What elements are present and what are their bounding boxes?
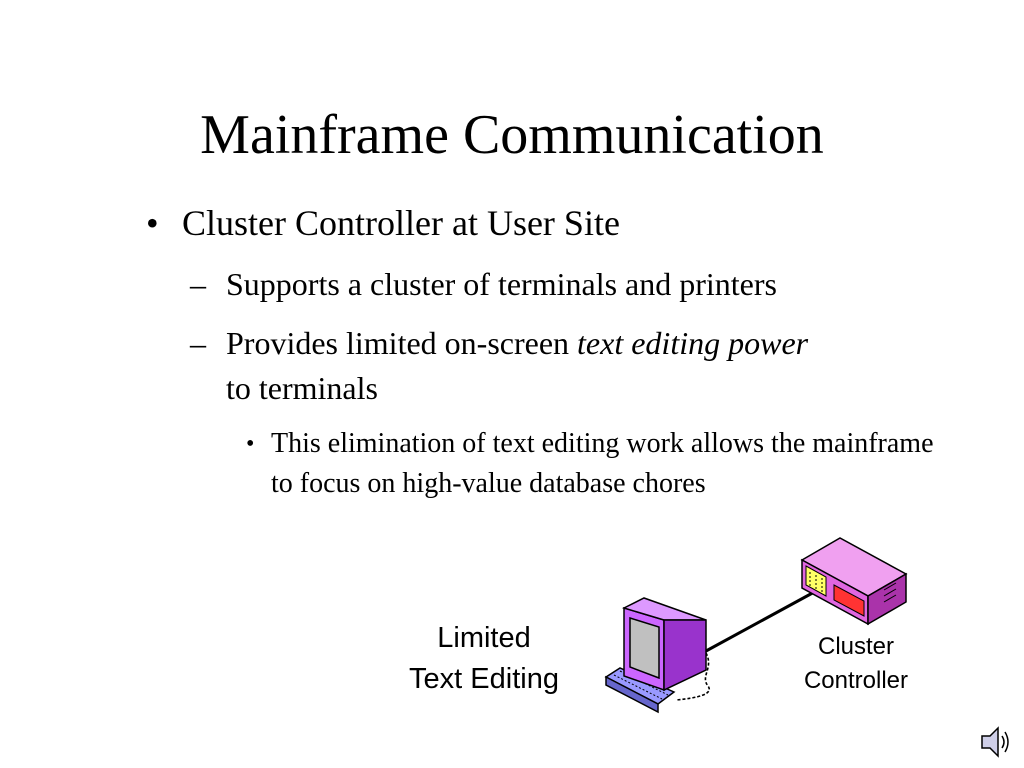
bullet-level3: • This elimination of text editing work … (246, 424, 936, 504)
emphasis-text: text editing power (577, 325, 809, 361)
controller-display (833, 584, 865, 617)
controller-icon (800, 537, 908, 626)
terminal-screen (629, 616, 660, 680)
keyboard-cable (675, 652, 711, 701)
bullet-text-suffix: to terminals (226, 370, 378, 406)
bullet-text: Provides limited on-screen text editing … (226, 321, 980, 411)
bullet-level2-cluster: – Supports a cluster of terminals and pr… (190, 262, 980, 307)
controller-label: Cluster Controller (803, 633, 909, 694)
controller-side (867, 572, 907, 626)
bullet-text-prefix: Provides limited on-screen (226, 325, 578, 361)
bullet-level2-editing: – Provides limited on-screen text editin… (190, 321, 980, 411)
dash-marker: – (190, 266, 206, 302)
bullet-text: This elimination of text editing work al… (271, 428, 934, 499)
terminal-icon (604, 597, 711, 714)
bullet-text: Supports a cluster of terminals and prin… (226, 266, 777, 302)
connection-line (705, 588, 819, 653)
dash-marker: – (190, 325, 206, 361)
bullet-marker: • (146, 203, 159, 243)
bullet-marker: • (246, 431, 255, 457)
speaker-icon[interactable] (978, 722, 1014, 762)
slide-title: Mainframe Communication (200, 104, 824, 166)
terminal-label: Limited Text Editing (409, 622, 559, 695)
bullet-text: Cluster Controller at User Site (182, 203, 620, 243)
